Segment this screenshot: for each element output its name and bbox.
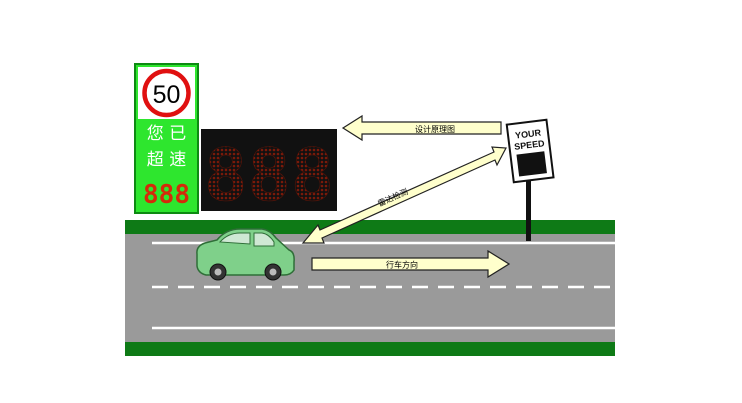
driving-direction-label: 行车方向 <box>386 260 418 270</box>
grass-strip-top <box>125 220 615 234</box>
design-schematic-label: 设计原理图 <box>415 124 455 134</box>
led-speed-display: 888 <box>201 129 337 217</box>
sign-speed-readout: 888 <box>143 180 190 210</box>
road <box>125 220 615 356</box>
speed-limit-value: 50 <box>153 81 181 109</box>
your-speed-display <box>516 151 546 176</box>
design-schematic-arrow: 设计原理图 <box>343 116 501 140</box>
sign-text-line2: 超 速 <box>147 150 186 170</box>
car-hub-front <box>215 269 222 276</box>
speed-limit-sign: 50 您 已 超 速 888 <box>135 64 198 213</box>
car-hub-rear <box>270 269 277 276</box>
grass-strip-bottom <box>125 342 615 356</box>
sign-text-line1: 您 已 <box>147 124 186 144</box>
led-display-readout: 888 <box>204 133 334 217</box>
